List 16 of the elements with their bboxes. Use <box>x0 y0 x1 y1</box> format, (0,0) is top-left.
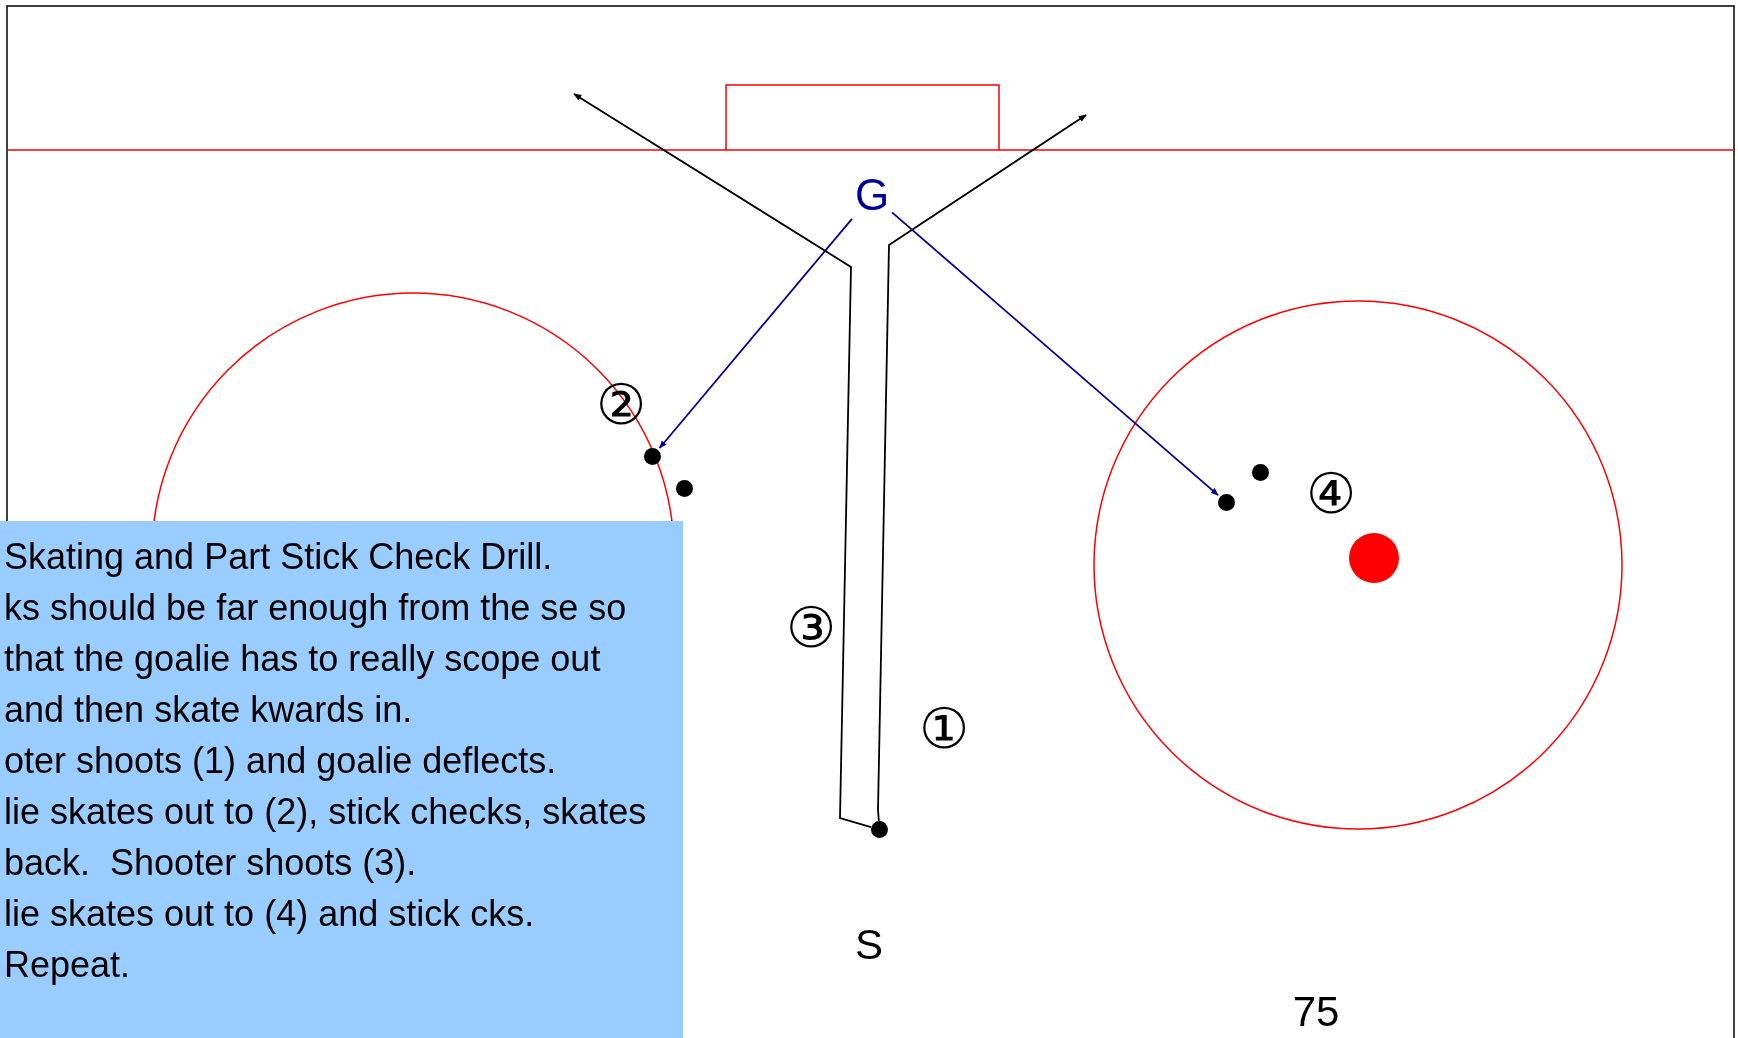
shot-arrow <box>573 93 872 828</box>
instruction-text: oter shoots (1) and goalie deflects. <box>4 739 558 783</box>
circled-number: ④ <box>1306 466 1356 522</box>
instruction-text: ks should be far enough from the se so that the goalie has to really scope out and then skate kwards in. <box>4 586 628 732</box>
instruction-text: lie skates out to (2), stick checks, skates back. Shooter shoots (3). <box>4 790 648 885</box>
circled-number: ③ <box>786 600 836 656</box>
skate-path-arrow <box>658 217 853 449</box>
circled-number: ① <box>919 701 969 757</box>
goalie-letter: G <box>852 168 892 222</box>
text-label: 75 <box>1292 991 1340 1033</box>
shot-arrow <box>877 114 1087 822</box>
instruction-text: lie skates out to (4) and stick cks. Repeat. <box>4 892 536 987</box>
text-label: S <box>855 924 883 966</box>
instruction-text: Skating and Part Stick Check Drill. <box>4 535 554 579</box>
skate-path-arrow <box>891 211 1219 497</box>
instruction-panel <box>0 521 683 1038</box>
